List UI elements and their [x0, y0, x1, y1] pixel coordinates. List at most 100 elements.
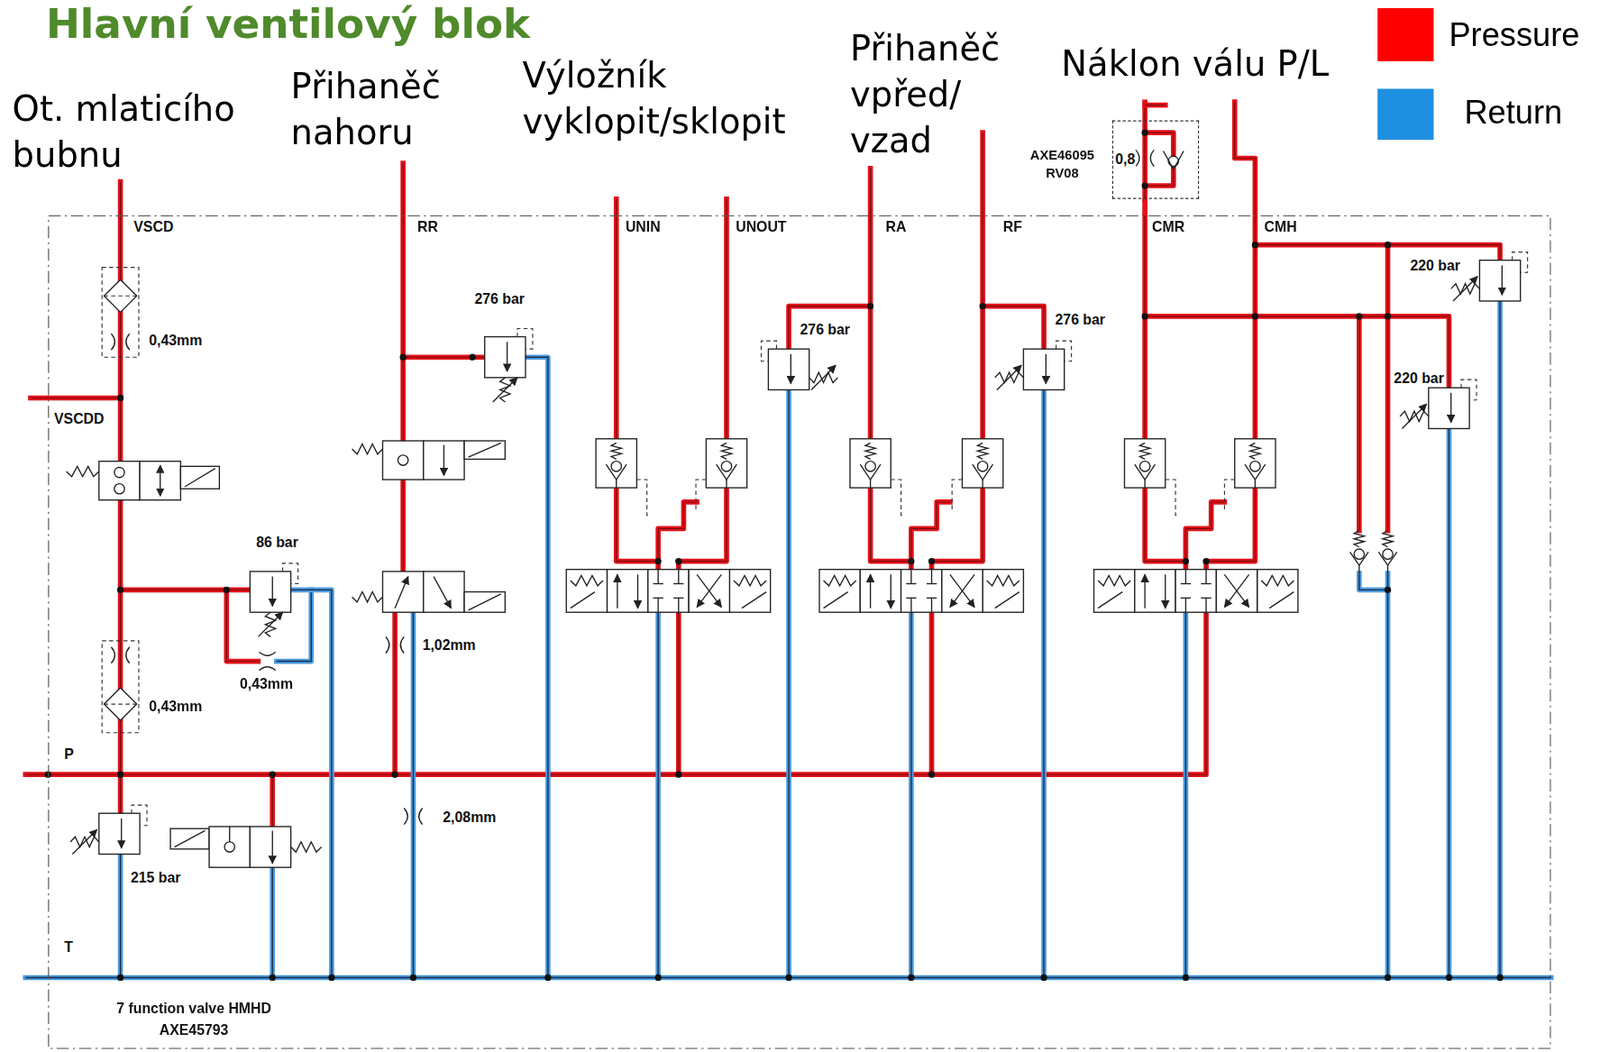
pressure-line-core — [870, 487, 912, 570]
return-line-core — [1185, 612, 1187, 978]
return-line — [655, 612, 661, 978]
symbol-layer — [45, 129, 1528, 982]
return-line-core — [525, 356, 549, 978]
function-heading: Ot. mlaticího bubnu — [12, 85, 284, 178]
flow-arrow — [637, 574, 639, 608]
orifice-symbol — [110, 333, 129, 350]
junction-dot — [928, 557, 935, 565]
port-or-setting-label: 1,02mm — [421, 636, 477, 654]
return-line — [118, 853, 124, 978]
relief-valve — [1023, 348, 1064, 390]
pressure-line — [30, 395, 121, 402]
pressure-line — [1142, 215, 1148, 439]
pressure-line — [25, 612, 1207, 775]
housing-border — [48, 215, 1551, 1049]
port-or-setting-label: 0,43mm — [147, 697, 203, 715]
solenoid-actuator — [464, 440, 505, 459]
flow-arrow — [433, 576, 451, 609]
symbol-line — [615, 479, 617, 488]
symbol-line — [931, 597, 933, 613]
pressure-line — [911, 502, 951, 562]
symbol-line — [905, 583, 916, 585]
pressure-line — [788, 306, 871, 350]
pressure-line — [658, 502, 697, 562]
spring-symbol — [1261, 575, 1294, 586]
junction-dot — [675, 771, 682, 778]
pressure-line-core — [1387, 245, 1389, 531]
junction-dot — [907, 557, 915, 565]
return-line-core — [291, 589, 332, 978]
pressure-connector — [1142, 199, 1148, 216]
pressure-line-core — [394, 612, 396, 775]
line-layer — [25, 101, 1551, 978]
pressure-line-core — [615, 199, 617, 439]
spool-position — [607, 569, 649, 613]
flow-arrow — [443, 445, 445, 476]
flow-arrow — [696, 574, 722, 607]
flow-arrow — [950, 574, 975, 607]
spring-symbol — [733, 575, 767, 586]
return-line-core — [1359, 573, 1389, 590]
valve-envelope — [423, 440, 465, 480]
junction-dot — [117, 974, 124, 981]
junction-dot — [1182, 557, 1189, 565]
spring-symbol — [352, 592, 384, 603]
pressure-line-core — [120, 589, 251, 591]
junction-dot — [1182, 974, 1189, 981]
part-number: 7 function valve HMHD AXE45793 — [97, 997, 292, 1042]
symbol-line — [1358, 565, 1360, 574]
pressure-line — [979, 132, 986, 439]
flow-arrow — [890, 574, 892, 608]
pressure-line — [1144, 102, 1166, 109]
spool-position — [688, 569, 730, 613]
junction-dot — [410, 974, 417, 981]
junction-dot — [1141, 182, 1148, 189]
flow-arrow — [1450, 393, 1452, 423]
pressure-line-core — [931, 612, 933, 775]
junction-dot — [400, 354, 407, 361]
return-line — [1041, 387, 1047, 978]
proportional-actuator — [819, 569, 860, 613]
valve-seat — [1350, 551, 1369, 566]
valve-seat — [716, 464, 738, 480]
symbol-line — [652, 597, 663, 599]
spring-symbol — [1250, 442, 1261, 459]
solenoid-actuator — [180, 466, 220, 489]
spring-symbol — [865, 442, 876, 459]
pressure-line-core — [1254, 245, 1500, 261]
port-or-setting-label: 276 bar — [798, 321, 851, 339]
port-or-setting-label: 276 bar — [1053, 310, 1107, 329]
flow-arrow — [257, 612, 283, 637]
pilot-line — [131, 804, 147, 826]
flow-arrow — [996, 365, 1022, 390]
junction-dot — [1202, 557, 1209, 565]
flow-arrow — [120, 818, 122, 849]
pilot-line — [517, 329, 533, 350]
junction-dot — [928, 771, 935, 778]
junction-dot — [223, 586, 230, 594]
return-line — [1497, 301, 1503, 979]
symbol-line — [931, 569, 933, 585]
return-line-core — [910, 612, 912, 978]
symbol-line — [673, 597, 684, 599]
return-line — [25, 975, 1551, 981]
junction-dot — [1384, 586, 1391, 594]
relief-valve — [99, 813, 140, 854]
pilot-check-valve — [1124, 438, 1165, 488]
relief-valve — [768, 348, 809, 390]
flow-arrow — [1453, 276, 1478, 302]
symbol-line — [926, 597, 937, 599]
proportional-actuator — [1094, 569, 1135, 613]
valve-seat — [859, 464, 881, 480]
return-line — [1183, 612, 1189, 978]
pressure-line-core — [1144, 316, 1449, 388]
check-ball — [397, 455, 408, 466]
relief-valve — [249, 571, 291, 613]
junction-dot — [1040, 974, 1047, 981]
solenoid-slash — [570, 592, 595, 609]
function-heading: Přihaněč nahoru — [291, 63, 476, 156]
flow-arrow — [811, 365, 836, 390]
orifice-symbol — [1135, 149, 1154, 166]
